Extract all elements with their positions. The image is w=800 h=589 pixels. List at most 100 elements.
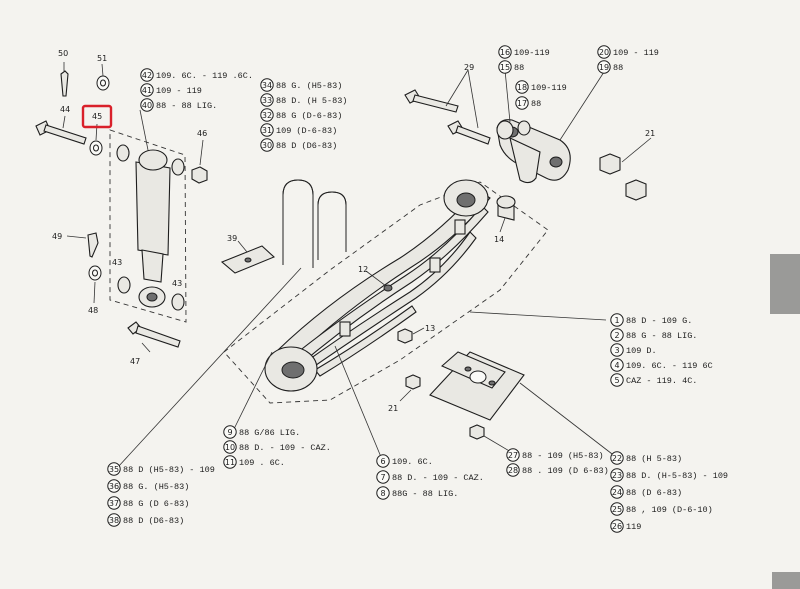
callout-circle [610,313,624,327]
callout-text: 109 - 119 [613,48,659,58]
callout-number: 16 [500,48,510,57]
part-num-12: 12 [358,265,368,274]
callout-text: 109 (D-6-83) [276,126,337,136]
callout-circle [610,485,624,499]
callout-text: 88 D. (H 5-83) [276,96,347,106]
callout-number: 31 [262,126,272,135]
callout-number: 42 [142,71,152,80]
callout-number: 37 [109,499,119,508]
callout-circle [610,519,624,533]
callout-text: 119 [626,522,641,532]
callout-text: 88 D (D6-83) [123,516,184,526]
callout-number: 18 [517,83,527,92]
callout-36: 36 88 G. (H5-83) [107,479,189,493]
callout-circle [515,96,529,110]
callout-circle [260,123,274,137]
callout-text: 88 [531,99,541,109]
callout-31: 31 109 (D-6-83) [260,123,337,137]
leaf-spring-group [223,179,549,404]
part-number-labels: 50 51 44 45 46 49 43 43 48 47 39 12 13 1… [52,49,655,413]
callout-circle [498,60,512,74]
callout-number: 2 [614,331,619,340]
callout-circle [140,83,154,97]
callout-number: 9 [227,428,232,437]
callout-text: 88 (D 6-83) [626,488,682,498]
callout-circle [376,486,390,500]
callout-text: 88 G/86 LIG. [239,428,300,438]
callout-circle [597,45,611,59]
callout-number: 28 [508,466,518,475]
callout-circle [597,60,611,74]
callout-circle [376,470,390,484]
callout-text: 109. 6C. - 119 .6C. [156,71,253,81]
callout-text: 88 [613,63,623,73]
callout-text: 88 D (D6-83) [276,141,337,151]
callout-circle [610,373,624,387]
u-bolt-group [220,179,347,274]
callout-text: 88 G (D-6-83) [276,111,342,121]
part-num-21b: 21 [388,404,398,413]
part-num-39: 39 [227,234,237,243]
shackle-group [404,69,652,201]
callout-number: 36 [109,482,119,491]
callout-number: 8 [380,489,385,498]
callout-number: 38 [109,516,119,525]
callout-circle [223,425,237,439]
callout-number: 5 [614,376,619,385]
callout-9: 9 88 G/86 LIG. [223,425,300,439]
callout-number: 19 [599,63,609,72]
callout-number: 24 [612,488,622,497]
callout-number: 7 [380,473,385,482]
part-num-14: 14 [494,235,504,244]
callout-number: 26 [612,522,622,531]
callout-30: 30 88 D (D6-83) [260,138,337,152]
callout-42: 42 109. 6C. - 119 .6C. [140,68,253,82]
callout-circle [107,513,121,527]
callout-text: 109-119 [531,83,567,93]
callout-text: 88 D (H5-83) - 109 [123,465,215,475]
callout-number: 15 [500,63,510,72]
callout-circle [260,108,274,122]
callout-28: 28 88 . 109 (D 6-83) [506,463,609,477]
callout-6: 6 109. 6C. [376,454,433,468]
part-num-48: 48 [88,306,98,315]
callout-7: 7 88 D. - 109 - CAZ. [376,470,484,484]
shock-absorber-group [35,62,208,353]
callout-text: 109. 6C. [392,457,433,467]
callout-text: 88 - 109 (H5-83) [522,451,604,461]
callout-number: 27 [508,451,518,460]
callout-text: 88 D. - 109 - CAZ. [392,473,484,483]
callout-circle [223,440,237,454]
page-tab-bottom [772,572,800,589]
callout-number: 30 [262,141,272,150]
callout-text: 109 . 6C. [239,458,285,468]
callout-text: 88 (H 5-83) [626,454,682,464]
callout-text: 88G - 88 LIG. [392,489,458,499]
callout-text: CAZ - 119. 4C. [626,376,697,386]
callout-number: 10 [225,443,235,452]
callout-number: 34 [262,81,272,90]
callout-text: 88 - 88 LIG. [156,101,217,111]
callout-number: 6 [380,457,385,466]
part-num-46: 46 [197,129,207,138]
part-num-29: 29 [464,63,474,72]
page-tab [770,254,800,314]
callout-text: 88 G. (H5-83) [276,81,342,91]
callout-text: 88 [514,63,524,73]
callout-18: 18 109-119 [515,80,567,94]
callout-text: 88 . 109 (D 6-83) [522,466,609,476]
callout-text: 88 G. (H5-83) [123,482,189,492]
part-num-45: 45 [92,112,102,121]
callout-number: 20 [599,48,609,57]
